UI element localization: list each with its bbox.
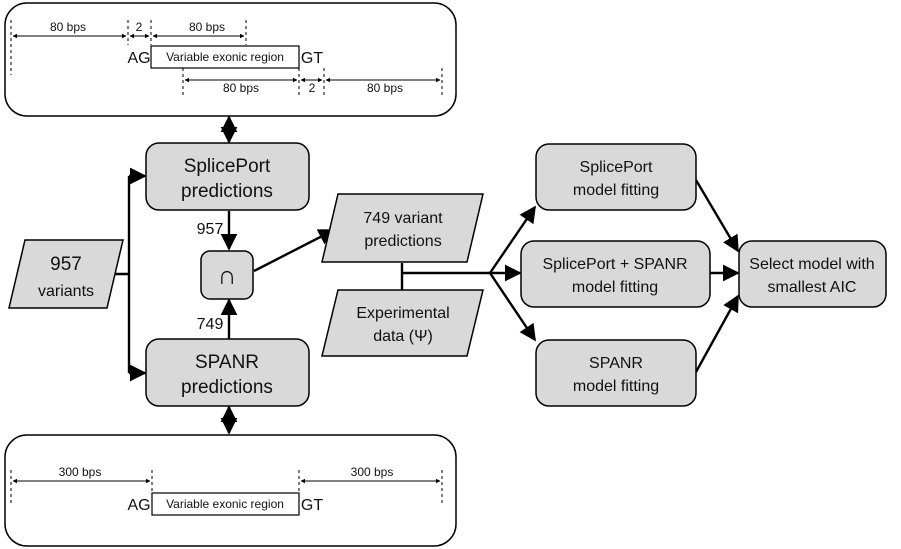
exon-region-label: Variable exonic region [166, 497, 284, 511]
donor-site-label: GT [301, 497, 323, 514]
variant-predictions-subtitle: predictions [364, 233, 441, 250]
spanr-window-panel: 300 bps 300 bps Variable exonic region A… [4, 434, 457, 547]
spliceport-predictions-title: SplicePort [184, 156, 271, 177]
combined-fit-node: SplicePort + SPANR model fitting [520, 240, 711, 308]
exon-region-label: Variable exonic region [166, 50, 284, 64]
spanr-fit-to-select-arrow [694, 294, 740, 373]
to-spanr-fit-arrow [489, 272, 536, 342]
intersection-node: ∩ [200, 250, 254, 300]
right-span-label: 300 bps [351, 465, 394, 479]
spanr-fit-subtitle: model fitting [573, 378, 659, 395]
left-span-label: 80 bps [50, 20, 86, 34]
spliceport-predictions-subtitle: predictions [181, 181, 273, 202]
variant-predictions-title: 749 variant [363, 210, 443, 227]
exon-span-bottom-label: 80 bps [223, 81, 259, 95]
variants-count-text: 957 [50, 254, 82, 275]
spliceport-fit-to-select-arrow [694, 179, 740, 253]
exon-span-top-label: 80 bps [189, 20, 225, 34]
intersection-symbol: ∩ [218, 260, 237, 290]
exon-region-box [150, 45, 300, 69]
spanr-fit-title: SPANR [589, 355, 643, 372]
acceptor-site-label: AG [127, 50, 150, 67]
left-span-label: 300 bps [59, 465, 102, 479]
spliceport-fit-node: SplicePort model fitting [535, 143, 697, 211]
spliceport-fit-title: SplicePort [580, 159, 653, 176]
donor-site-label: GT [301, 50, 323, 67]
spliceport-window-panel: 80 bps 2 80 bps Variable exonic region A… [4, 2, 457, 117]
variants-label-text: variants [38, 283, 94, 300]
spliceport-predictions-node: SplicePort predictions [145, 142, 310, 211]
spanr-predictions-node: SPANR predictions [145, 338, 310, 407]
combined-fit-subtitle: model fitting [572, 279, 658, 296]
ag-gap-label: 2 [136, 20, 143, 34]
select-model-title: Select model with [749, 256, 874, 273]
select-model-node: Select model with smallest AIC [738, 240, 887, 308]
variant-predictions-node: 749 variant predictions [321, 193, 484, 263]
to-spliceport-fit-arrow [489, 205, 536, 274]
experimental-data-node: Experimental data (Ψ) [321, 289, 484, 357]
right-span-label: 80 bps [367, 81, 403, 95]
select-model-subtitle: smallest AIC [768, 279, 857, 296]
variants-node: 957 variants [8, 239, 124, 309]
exon-region-box [151, 492, 300, 516]
spanr-count-label: 749 [197, 316, 224, 333]
spanr-predictions-subtitle: predictions [181, 377, 273, 398]
spliceport-fit-subtitle: model fitting [573, 182, 659, 199]
spliceport-count-label: 957 [197, 221, 224, 238]
edges: 957 749 [108, 115, 740, 435]
spanr-predictions-title: SPANR [195, 352, 259, 373]
combined-fit-title: SplicePort + SPANR [542, 256, 687, 273]
spanr-fit-node: SPANR model fitting [535, 339, 697, 407]
experimental-data-title: Experimental [356, 305, 449, 322]
acceptor-site-label: AG [127, 497, 150, 514]
intersection-to-variant-predictions-arrow [253, 228, 336, 273]
experimental-data-subtitle: data (Ψ) [373, 328, 433, 345]
gt-gap-label: 2 [309, 81, 316, 95]
